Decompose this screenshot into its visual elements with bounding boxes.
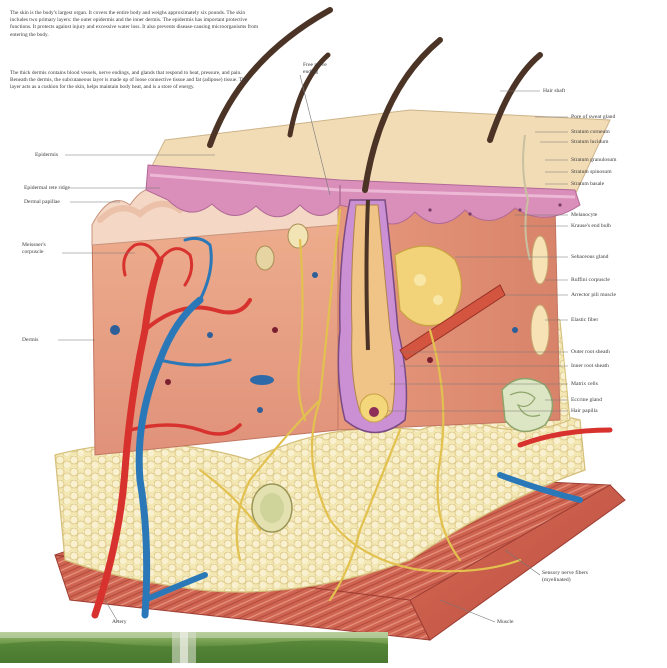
sebaceous-gland (395, 246, 461, 326)
label-epidermal-rete-ridge: Epidermal rete ridge (24, 185, 84, 192)
label-arrector-pili-muscle: Arrector pili muscle (571, 292, 651, 299)
label-eccrine-gland: Eccrine gland (571, 397, 651, 404)
label-inner-root-sheath: Inner root sheath (571, 363, 651, 370)
label-hair-shaft: Hair shaft (543, 88, 593, 95)
label-ruffini-corpuscle: Ruffini corpuscle (571, 277, 651, 284)
intro-paragraph-2: The thick dermis contains blood vessels,… (10, 70, 260, 92)
label-outer-root-sheath: Outer root sheath (571, 349, 651, 356)
label-free-nerve-ending: Free nerve ending (303, 62, 343, 75)
label-dermal-papillae: Dermal papillae (24, 199, 84, 206)
label-stratum-basale: Stratum basale (571, 181, 651, 188)
intro-paragraph-1: The skin is the body's largest organ. It… (10, 10, 260, 39)
label-stratum-granulosum: Stratum granulosum (571, 157, 651, 164)
label-epidermis: Epidermis (35, 152, 75, 159)
label-sensory-nerve-fibers: Sensory nerve fibers (myelinated) (542, 570, 612, 583)
grass-landscape-strip (0, 632, 388, 663)
label-stratum-lucidum: Stratum lucidum (571, 139, 651, 146)
label-elastic-fiber: Elastic fiber (571, 317, 651, 324)
label-hair-papilla: Hair papilla (571, 408, 651, 415)
label-matrix-cells: Matrix cells (571, 381, 651, 388)
label-dermis: Dermis (22, 337, 62, 344)
label-stratum-spinosum: Stratum spinosum (571, 169, 651, 176)
label-krauses-end-bulb: Krause's end bulb (571, 223, 651, 230)
label-muscle: Muscle (497, 619, 537, 626)
label-pore-of-sweat-gland: Pore of sweat gland (571, 114, 651, 121)
label-artery: Artery (112, 619, 152, 626)
label-meissners-corpuscle: Meissner's corpuscle (22, 242, 60, 255)
label-melanocyte: Melanocyte (571, 212, 651, 219)
label-stratum-corneum: Stratum corneum (571, 129, 651, 136)
grass-field-image (0, 632, 388, 663)
label-sebaceous-gland: Sebaceous gland (571, 254, 651, 261)
